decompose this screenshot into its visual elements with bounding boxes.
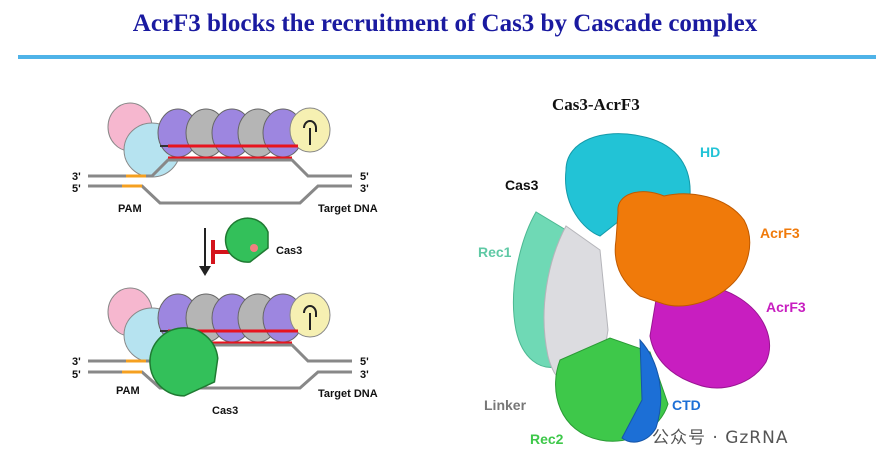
acrf3-magenta-label: AcrF3	[766, 299, 806, 315]
strand-end-label: 3'	[360, 183, 369, 195]
title-underline	[18, 55, 876, 59]
arrow-head-icon	[199, 266, 211, 276]
crrna-hairpin	[303, 120, 317, 145]
cas3-label: Cas3	[505, 177, 539, 193]
ctd-domain	[621, 338, 662, 443]
cascade-diagram-bottom: 3' 5' 5' 3' PAM Target DNA Cas3	[72, 287, 378, 417]
cas3-active-site	[250, 244, 258, 252]
rec2-label: Rec2	[530, 431, 564, 447]
strand-end-label: 5'	[72, 183, 81, 195]
strand-end-label: 3'	[72, 171, 81, 183]
cas3-bound-label: Cas3	[212, 405, 238, 417]
cryoem-map: Cas3-AcrF3 HD Cas3 Rec1 AcrF3 AcrF3 Link…	[478, 95, 806, 447]
strand-end-label: 5'	[72, 369, 81, 381]
inhibition-step: Cas3	[199, 217, 302, 276]
strand-end-label: 5'	[360, 171, 369, 183]
target-dna-label: Target DNA	[318, 203, 378, 215]
pam-label: PAM	[116, 385, 140, 397]
acrf3-orange-label: AcrF3	[760, 225, 800, 241]
page-title: AcrF3 blocks the recruitment of Cas3 by …	[132, 10, 758, 37]
acrf3-orange-density	[614, 191, 751, 307]
cas3-free-label: Cas3	[276, 245, 302, 257]
target-dna-label: Target DNA	[318, 388, 378, 400]
ctd-label: CTD	[672, 397, 701, 413]
rec1-label: Rec1	[478, 244, 512, 260]
cas3-bound-shape	[149, 327, 219, 397]
pam-label: PAM	[118, 203, 142, 215]
strand-end-label: 3'	[360, 369, 369, 381]
cas3-free-shape	[224, 217, 269, 263]
dna-bottom-strand	[88, 184, 352, 205]
strand-end-label: 3'	[72, 356, 81, 368]
cascade-diagram-top: 3' 5' 5' 3' PAM Target DNA	[72, 102, 378, 215]
structure-title: Cas3-AcrF3	[552, 95, 640, 114]
crrna-hairpin	[303, 305, 317, 330]
linker-label: Linker	[484, 397, 527, 413]
hd-label: HD	[700, 144, 720, 160]
watermark: 公众号 · GzRNA	[652, 428, 789, 448]
strand-end-label: 5'	[360, 356, 369, 368]
